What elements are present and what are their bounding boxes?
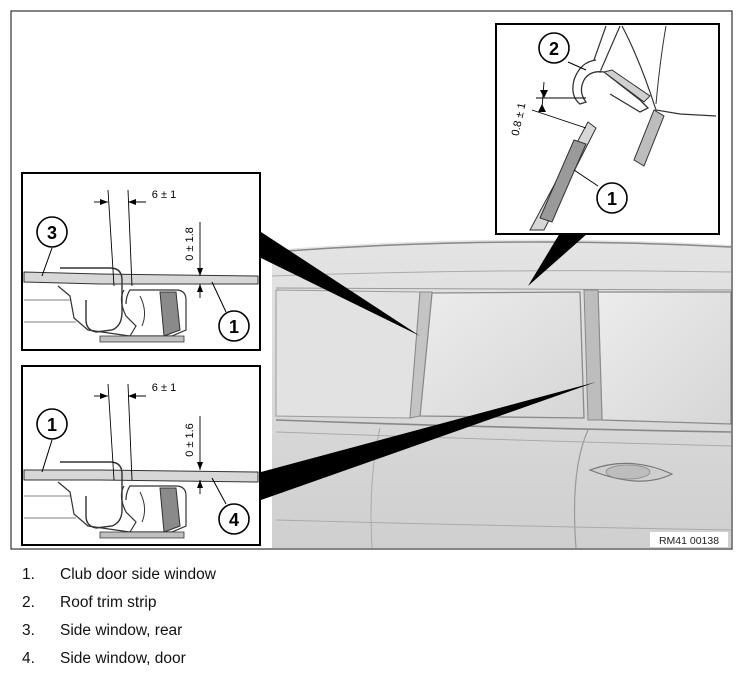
legend-number: 3. — [22, 622, 35, 639]
legend-text: Side window, door — [60, 650, 186, 667]
callout-circle — [218, 310, 250, 342]
dimension-vertical: 0 ± 1.6 — [184, 423, 196, 457]
legend-item: 1. Club door side window — [22, 561, 722, 589]
callout-circle — [36, 408, 68, 440]
callout-circle — [36, 216, 68, 248]
callout-number: 1 — [229, 317, 239, 337]
leader-wedge-bottom-left — [261, 382, 596, 500]
legend-item: 3. Side window, rear — [22, 617, 722, 645]
legend: 1. Club door side window 2. Roof trim st… — [22, 561, 722, 673]
legend-number: 1. — [22, 566, 35, 583]
dimension-vertical: 0 ± 1.8 — [184, 227, 196, 261]
leader-wedge-top-right — [528, 233, 588, 286]
callout-number: 4 — [229, 510, 239, 530]
callout-number: 2 — [549, 39, 559, 59]
detail-bottom-left: 6 ± 1 0 ± 1.6 1 4 — [21, 365, 261, 546]
legend-text: Side window, rear — [60, 622, 183, 639]
callout-circle — [218, 503, 250, 535]
legend-number: 2. — [22, 594, 35, 611]
detail-top-left: 6 ± 1 0 ± 1.8 3 1 — [21, 172, 261, 351]
leader-wedge-top-left — [261, 232, 420, 336]
legend-text: Club door side window — [60, 566, 216, 583]
callout-number: 3 — [47, 223, 57, 243]
callout-number: 1 — [607, 189, 617, 209]
legend-number: 4. — [22, 650, 35, 667]
detail-top-right: 0.8 ± 1 2 1 — [495, 23, 720, 235]
dimension-horizontal: 6 ± 1 — [152, 382, 176, 394]
reference-code: RM41 00138 — [659, 535, 719, 547]
legend-item: 4. Side window, door — [22, 645, 722, 673]
callout-circle — [596, 182, 628, 214]
reference-code-box — [650, 532, 728, 547]
legend-text: Roof trim strip — [60, 594, 157, 611]
legend-item: 2. Roof trim strip — [22, 589, 722, 617]
diagram-figure: RM41 00138 6 ± 1 0 ± 1.8 3 1 — [10, 10, 733, 550]
callout-circle — [538, 32, 570, 64]
callout-number: 1 — [47, 415, 57, 435]
dimension-horizontal: 6 ± 1 — [152, 189, 176, 201]
